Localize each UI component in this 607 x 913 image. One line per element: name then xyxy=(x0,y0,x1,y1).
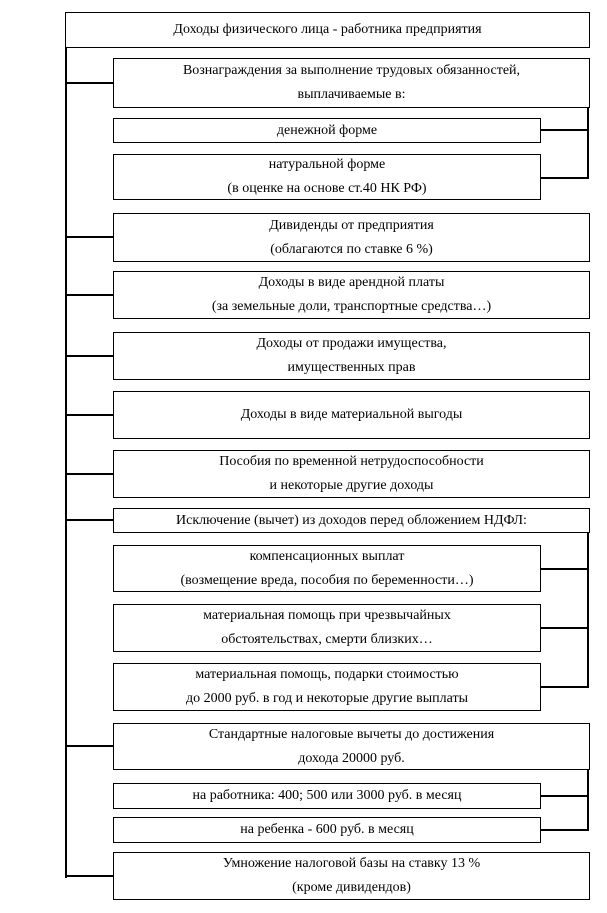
connector-stub-property-sale xyxy=(65,355,115,357)
connector-stub-rent-income xyxy=(65,294,115,296)
node-dividends: Дивиденды от предприятия (облагаются по … xyxy=(113,213,590,262)
node-text: до 2000 руб. в год и некоторые другие вы… xyxy=(185,691,469,706)
node-text: материальная помощь, подарки стоимостью xyxy=(195,667,459,682)
connector-stub-in-kind-form xyxy=(540,177,589,179)
node-text: Доходы в виде арендной платы xyxy=(258,275,445,290)
node-text: Пособия по временной нетрудоспособности xyxy=(219,454,484,469)
node-text: дохода 20000 руб. xyxy=(298,750,405,766)
node-text: натуральной форме xyxy=(268,157,386,172)
node-text: Стандартные налоговые вычеты до достижен… xyxy=(208,726,495,742)
node-text: компенсационных выплат xyxy=(249,548,405,564)
node-text: Исключение (вычет) из доходов перед обло… xyxy=(176,512,527,528)
node-tax-rate: Умножение налоговой базы на ставку 13 % … xyxy=(113,852,590,900)
node-text: Умножение налоговой базы на ставку 13 % xyxy=(222,856,481,871)
node-material-benefit: Доходы в виде материальной выгоды xyxy=(113,391,590,439)
node-text: Вознаграждения за выполнение трудовых об… xyxy=(182,63,521,78)
node-text: Доходы физического лица - работника пред… xyxy=(173,22,482,37)
node-text: на работника: 400; 500 или 3000 руб. в м… xyxy=(192,788,462,803)
node-emergency-aid: материальная помощь при чрезвычайных обс… xyxy=(113,604,541,652)
node-text: (возмещение вреда, пособия по беременнос… xyxy=(180,572,474,588)
node-gifts-aid: материальная помощь, подарки стоимостью … xyxy=(113,663,541,711)
node-child-deduction: на ребенка - 600 руб. в месяц xyxy=(113,817,541,843)
connector-stub-dividends xyxy=(65,236,115,238)
connector-stub-cash-form xyxy=(540,129,589,131)
connector-stub-standard-deductions xyxy=(65,745,115,747)
connector-group-standard-vertical xyxy=(587,769,589,831)
node-compensation-payments: компенсационных выплат (возмещение вреда… xyxy=(113,545,541,592)
node-employee-deduction: на работника: 400; 500 или 3000 руб. в м… xyxy=(113,783,541,809)
node-remuneration: Вознаграждения за выполнение трудовых об… xyxy=(113,58,590,108)
node-in-kind-form: натуральной форме (в оценке на основе ст… xyxy=(113,154,541,200)
connector-stub-emergency-aid xyxy=(540,627,589,629)
node-text: (за земельные доли, транспортные средств… xyxy=(211,299,492,314)
connector-stub-disability-benefit xyxy=(65,473,115,475)
connector-stub-child-deduction xyxy=(540,829,589,831)
node-rent-income: Доходы в виде арендной платы (за земельн… xyxy=(113,271,590,319)
node-text: (кроме дивидендов) xyxy=(292,880,411,895)
node-cash-form: денежной форме xyxy=(113,118,541,143)
node-text: (в оценке на основе ст.40 НК РФ) xyxy=(227,181,427,196)
connector-stub-tax-rate xyxy=(65,875,115,877)
node-standard-deductions: Стандартные налоговые вычеты до достижен… xyxy=(113,723,590,770)
node-text: Дивиденды от предприятия xyxy=(269,217,434,233)
connector-stub-employee-deduction xyxy=(540,795,589,797)
node-text: на ребенка - 600 руб. в месяц xyxy=(240,822,414,837)
connector-stub-exclusion xyxy=(65,519,115,521)
node-text: обстоятельствах, смерти близких… xyxy=(221,632,433,647)
node-text: материальная помощь при чрезвычайных xyxy=(203,608,451,623)
node-text: денежной форме xyxy=(276,122,378,138)
connector-stub-remuneration xyxy=(65,82,115,84)
node-exclusion-deduction: Исключение (вычет) из доходов перед обло… xyxy=(113,508,590,533)
connector-stub-compensation xyxy=(540,568,589,570)
connector-stub-material-benefit xyxy=(65,414,115,416)
node-disability-benefit: Пособия по временной нетрудоспособности … xyxy=(113,450,590,498)
node-text: и некоторые другие доходы xyxy=(269,478,434,493)
node-personal-income: Доходы физического лица - работника пред… xyxy=(65,12,590,48)
node-text: выплачиваемые в: xyxy=(297,87,406,102)
node-text: Доходы в виде материальной выгоды xyxy=(240,407,463,422)
node-property-sale: Доходы от продажи имущества, имущественн… xyxy=(113,332,590,380)
connector-group-remuneration-vertical xyxy=(587,108,589,179)
connector-stub-gifts-aid xyxy=(540,686,589,688)
connector-group-exclusion-vertical xyxy=(587,532,589,688)
node-text: (облагаются по ставке 6 %) xyxy=(270,241,433,257)
connector-trunk-vertical xyxy=(65,47,67,878)
node-text: Доходы от продажи имущества, xyxy=(256,336,447,351)
node-text: имущественных прав xyxy=(287,360,416,375)
